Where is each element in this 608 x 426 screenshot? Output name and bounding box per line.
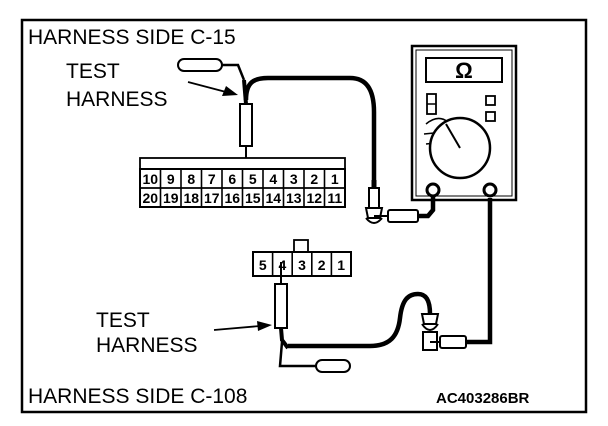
multimeter: Ω	[410, 44, 518, 202]
top-title: HARNESS SIDE C-15	[28, 26, 236, 49]
c15-pin-label: 7	[208, 171, 216, 187]
test-harness-bottom-line1: TEST	[96, 309, 150, 332]
c15-pin-label: 5	[249, 171, 257, 187]
c15-pin-label: 17	[204, 190, 220, 206]
wire-bottom-to-clip	[288, 291, 433, 349]
meter-lead-lower	[420, 198, 493, 351]
test-harness-top-line1: TEST	[66, 60, 120, 83]
test-harness-bottom-line2: HARNESS	[96, 334, 198, 357]
c15-pin-label: 16	[224, 190, 240, 206]
c15-pin-label: 11	[327, 190, 342, 206]
c15-pin-label: 15	[245, 190, 261, 206]
meter-lead-upper	[364, 180, 436, 224]
c108-pin-label: 3	[298, 257, 306, 273]
pointer-arrow-bottom	[213, 321, 272, 331]
bottom-title: HARNESS SIDE C-108	[28, 385, 247, 408]
c15-pin-label: 2	[310, 171, 318, 187]
ohm-symbol: Ω	[455, 58, 473, 83]
c108-pin-label: 5	[259, 257, 267, 273]
test-harness-top-line2: HARNESS	[66, 88, 168, 111]
c15-pin-label: 3	[290, 171, 298, 187]
wire-top-to-meter	[243, 75, 377, 182]
meter-switches	[426, 93, 496, 122]
figure-code: AC403286BR	[436, 390, 530, 407]
c15-pin-label: 9	[167, 171, 175, 187]
c15-pin-label: 14	[265, 190, 281, 206]
c108-pin-label: 1	[337, 257, 345, 273]
c15-pin-label: 4	[269, 171, 277, 187]
meter-display	[425, 57, 503, 83]
c15-pin-label: 13	[286, 190, 302, 206]
meter-jack-right	[482, 182, 498, 198]
c15-pin-label: 20	[142, 190, 158, 206]
c15-pin-label: 12	[306, 190, 322, 206]
meter-dial	[423, 116, 492, 180]
c15-pin-label: 6	[228, 171, 236, 187]
test-harness-bottom	[274, 262, 351, 373]
c15-pin-label: 10	[142, 171, 158, 187]
c15-pin-label: 1	[331, 171, 339, 187]
meter-jack-left	[425, 182, 441, 198]
c108-pin-label: 2	[318, 257, 326, 273]
c108-pin-label: 4	[279, 257, 287, 273]
c15-pin-label: 19	[163, 190, 179, 206]
c15-pin-label: 8	[187, 171, 195, 187]
c15-pin-label: 18	[183, 190, 199, 206]
pointer-arrow-top	[187, 81, 238, 96]
